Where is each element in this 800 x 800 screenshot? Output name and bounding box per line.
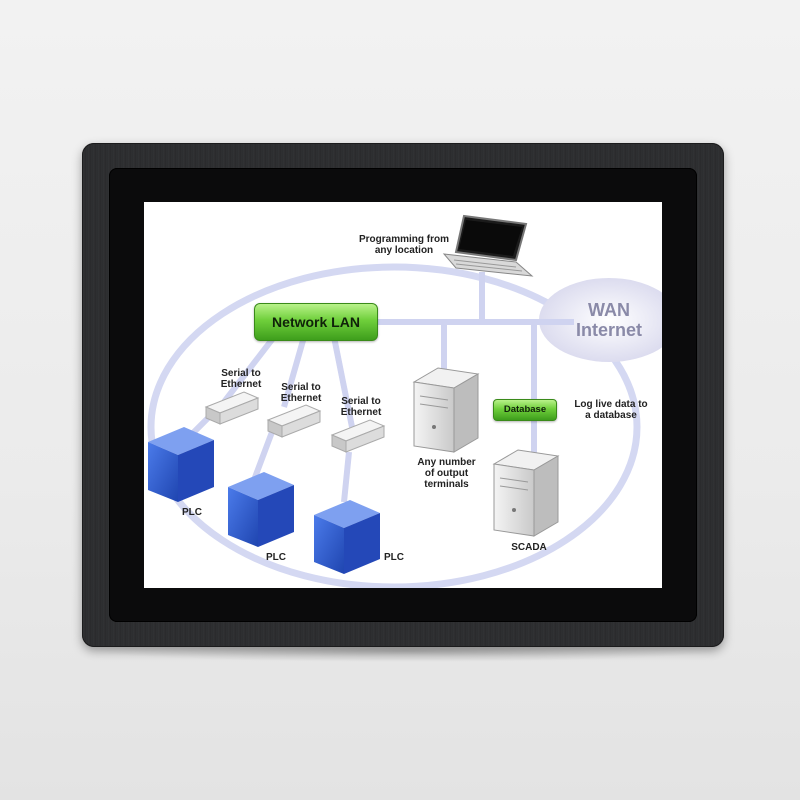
log-label: Log live data to a database [574,399,648,421]
serial-label-2: Serial to Ethernet [280,382,322,404]
database-label: Database [493,399,557,421]
serial-box-2 [266,404,322,438]
plc-label-1: PLC [182,507,202,518]
plc-cube-3 [314,500,380,574]
serial-label-3: Serial to Ethernet [340,396,382,418]
plc-label-2: PLC [266,552,286,563]
laptop-icon [442,214,534,277]
programming-label: Programming from any location [358,234,449,256]
wan-internet-label: WAN Internet [575,300,642,340]
wan-cloud [539,278,662,362]
plc-cube-1 [148,427,214,502]
network-ring [147,263,641,588]
network-diagram [147,214,662,588]
display-screen: Network LAN Database WAN Internet Progra… [144,202,662,588]
serial-label-1: Serial to Ethernet [220,368,262,390]
monitor-bezel: Network LAN Database WAN Internet Progra… [109,168,697,622]
plc-label-3: PLC [384,552,404,563]
plc-cube-2 [228,472,294,547]
serial-box-3 [330,419,386,453]
terminal-server-icon [412,367,480,453]
network-lan-label: Network LAN [254,303,378,341]
scada-server-icon [492,449,560,537]
scada-label: SCADA [511,542,547,553]
monitor-frame: Network LAN Database WAN Internet Progra… [82,143,724,647]
terminals-label: Any number of output terminals [417,457,476,490]
serial-box-1 [204,391,260,425]
